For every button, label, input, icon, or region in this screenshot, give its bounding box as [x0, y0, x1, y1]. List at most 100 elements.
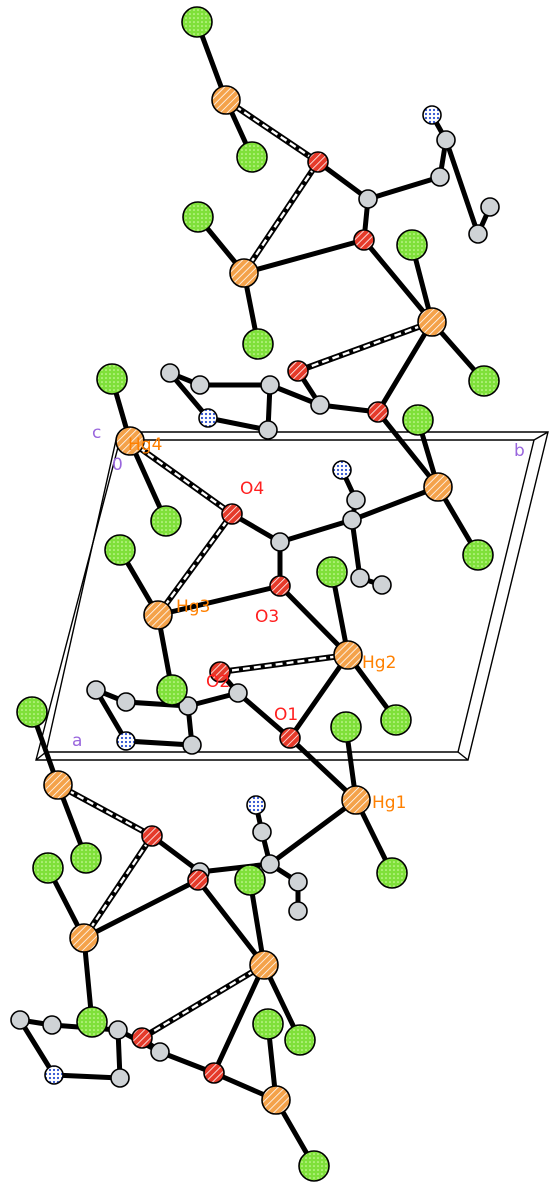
mercury-atom	[341, 785, 371, 815]
label-o4: O4	[240, 479, 264, 499]
mercury-atom	[249, 950, 279, 980]
bond	[93, 687, 129, 744]
carbon-atom	[108, 1020, 128, 1040]
unit-cell-edge	[533, 431, 549, 441]
bond	[155, 583, 283, 618]
nitrogen-atom	[332, 460, 352, 480]
chlorine-atom	[402, 404, 434, 436]
bond	[205, 415, 271, 433]
carbon-atom	[178, 696, 198, 716]
bond	[287, 735, 359, 803]
mercury-atom	[229, 258, 259, 288]
mercury-atom	[143, 600, 173, 630]
carbon-atom	[288, 872, 308, 892]
mercury-atom	[115, 426, 145, 456]
carbon-atom	[10, 1010, 30, 1030]
chlorine-atom	[32, 852, 64, 884]
label-o2: O2	[206, 672, 230, 692]
hydrogen-bond	[140, 962, 266, 1041]
mercury-atom	[423, 472, 453, 502]
bond	[375, 319, 435, 415]
hydrogen-bond	[224, 97, 320, 165]
bond	[349, 484, 441, 523]
carbon-atom	[430, 167, 450, 187]
mercury-atom	[261, 1085, 291, 1115]
bond	[241, 237, 367, 276]
bond	[235, 690, 293, 741]
chlorine-atom	[234, 864, 266, 896]
chlorine-atom	[156, 674, 188, 706]
label-hg2: Hg2	[362, 653, 396, 673]
bond	[123, 738, 195, 748]
label-o1: O1	[274, 705, 298, 725]
carbon-atom	[86, 680, 106, 700]
oxygen-atom	[287, 360, 309, 382]
bond	[17, 1017, 57, 1078]
mercury-atom	[211, 85, 241, 115]
bond	[211, 962, 267, 1076]
carbon-atom	[350, 568, 370, 588]
bond	[167, 370, 211, 421]
mercury-atom	[43, 770, 73, 800]
bond	[277, 517, 355, 545]
atoms	[10, 6, 500, 1182]
oxygen-atom	[221, 503, 243, 525]
chlorine-atom	[396, 229, 428, 261]
chlorine-atom	[242, 328, 274, 360]
axis-label-c: c	[92, 423, 101, 443]
mercury-atom	[417, 307, 447, 337]
bond	[375, 409, 441, 490]
unit-cell-edge	[457, 751, 469, 761]
carbon-atom	[190, 375, 210, 395]
carbon-atom	[260, 854, 280, 874]
carbon-atom	[228, 683, 248, 703]
carbon-atom	[436, 130, 456, 150]
chlorine-atom	[76, 1006, 108, 1038]
chlorine-atom	[284, 1024, 316, 1056]
bond	[361, 237, 435, 325]
axis-label-b: b	[514, 441, 525, 461]
chlorine-atom	[468, 365, 500, 397]
bond	[267, 797, 359, 867]
hydrogen-bond	[296, 319, 434, 374]
mercury-atom	[69, 923, 99, 953]
oxygen-atom	[307, 151, 329, 173]
chlorine-atom	[96, 363, 128, 395]
label-hg3: Hg3	[176, 597, 210, 617]
carbon-atom	[260, 375, 280, 395]
chlorine-atom	[182, 201, 214, 233]
oxygen-atom	[141, 825, 163, 847]
carbon-atom	[288, 901, 308, 921]
chlorine-atom	[236, 141, 268, 173]
carbon-atom	[150, 1042, 170, 1062]
bond	[277, 583, 351, 658]
bond	[443, 137, 481, 237]
chlorine-atom	[298, 1150, 330, 1182]
chlorine-atom	[380, 704, 412, 736]
carbon-atom	[160, 363, 180, 383]
atom-labels: Hg4 Hg3 Hg2 Hg1 O4 O3 O2 O1	[128, 435, 406, 813]
mercury-atom	[333, 640, 363, 670]
chlorine-atom	[316, 556, 348, 588]
chlorine-atom	[104, 534, 136, 566]
nitrogen-atom	[246, 795, 266, 815]
label-hg1: Hg1	[372, 793, 406, 813]
axis-label-origin: 0	[112, 455, 123, 475]
nitrogen-atom	[44, 1065, 64, 1085]
hydrogen-bond	[81, 834, 155, 940]
nitrogen-atom	[198, 408, 218, 428]
carbon-atom	[42, 1015, 62, 1035]
carbon-atom	[310, 395, 330, 415]
oxygen-atom	[131, 1027, 153, 1049]
chlorine-atom	[376, 857, 408, 889]
bond	[365, 174, 443, 202]
bond	[195, 877, 267, 968]
carbon-atom	[252, 822, 272, 842]
bond	[287, 652, 351, 741]
hydrogen-bond	[241, 160, 321, 275]
chlorine-atom	[150, 505, 182, 537]
chlorine-atom	[462, 539, 494, 571]
bond	[81, 877, 201, 941]
bond	[123, 699, 191, 709]
chlorine-atom	[330, 711, 362, 743]
